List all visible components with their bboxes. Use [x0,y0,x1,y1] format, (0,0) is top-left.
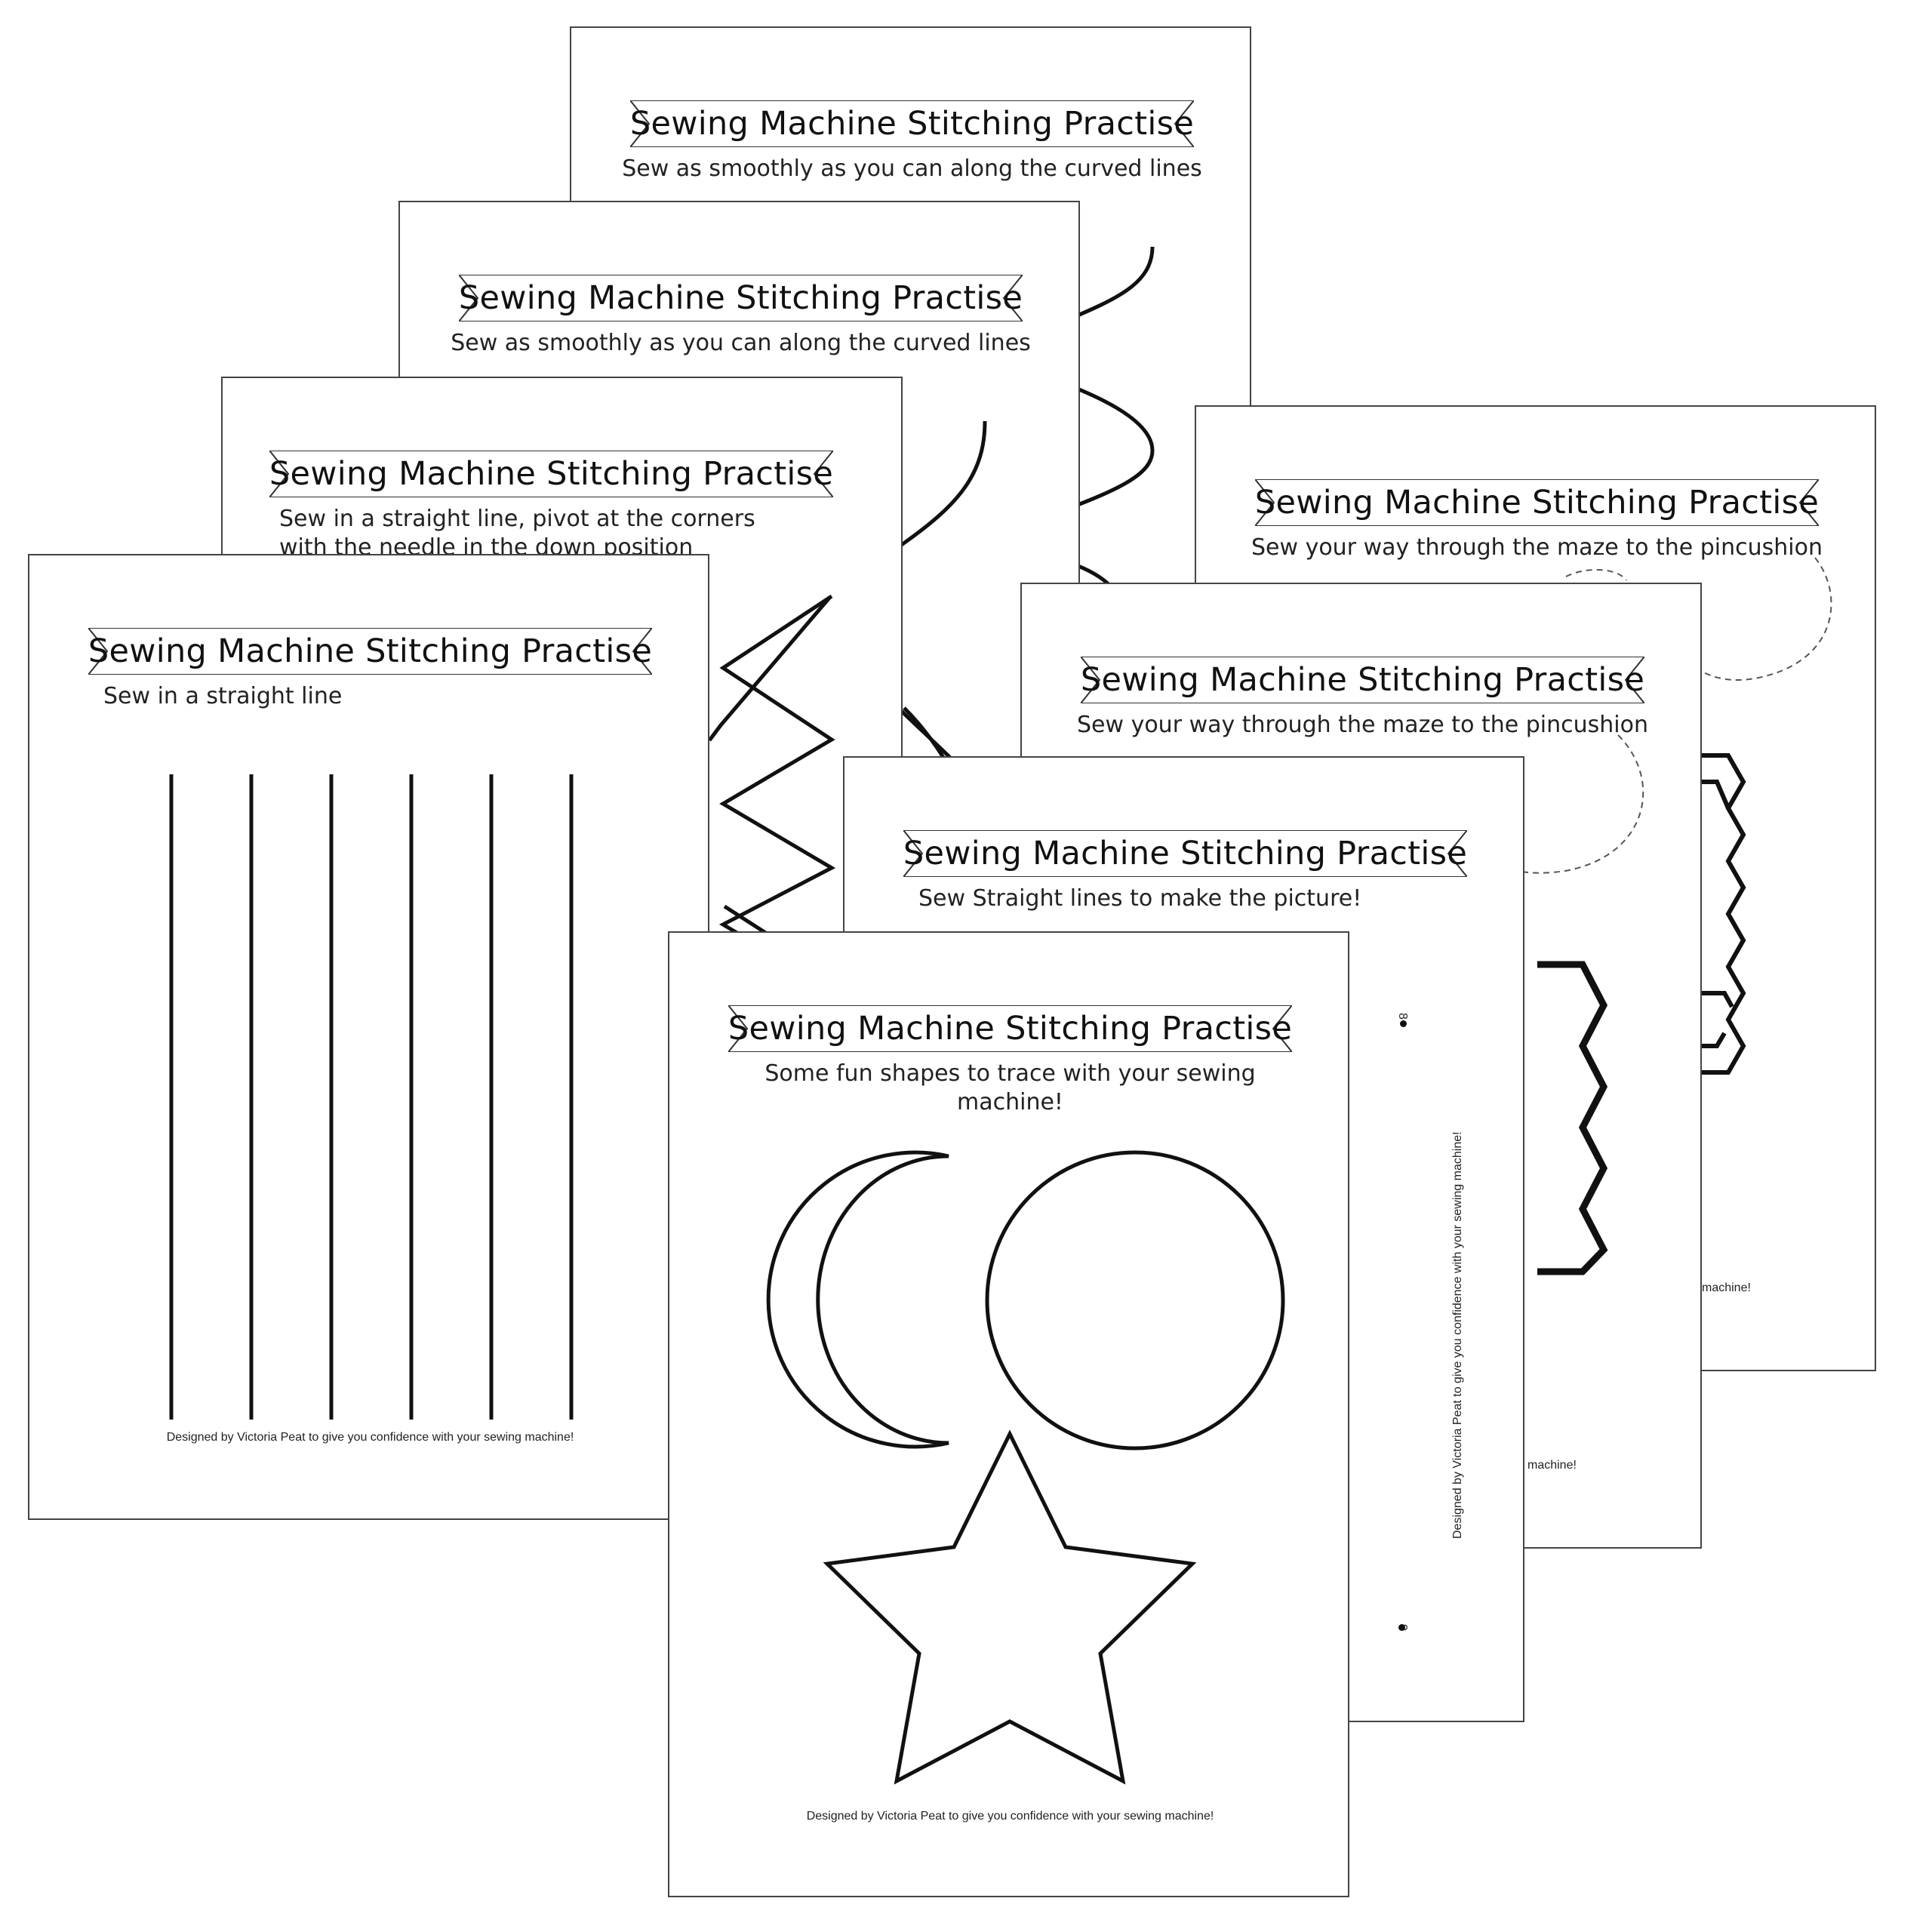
sheet-instruction: Sew your way through the maze to the pin… [1251,534,1823,561]
marker-dot [1398,1624,1405,1631]
title-banner: Sewing Machine Stitching Practise [1081,657,1644,703]
sheet-title: Sewing Machine Stitching Practise [903,835,1468,872]
title-banner: Sewing Machine Stitching Practise [630,100,1194,147]
sheet-instruction: Sew as smoothly as you can along the cur… [622,155,1202,182]
sheet-instruction: Some fun shapes to trace with your sewin… [764,1060,1256,1115]
title-banner: Sewing Machine Stitching Practise [728,1005,1292,1052]
star-shape [823,1429,1197,1785]
sheet-title: Sewing Machine Stitching Practise [269,455,834,493]
marker-dot [1400,1020,1407,1027]
title-banner: Sewing Machine Stitching Practise [903,830,1467,877]
circle-shape [985,1150,1285,1451]
crescent-moon-shape [766,1150,949,1449]
sheet-instruction: Sew as smoothly as you can along the cur… [451,330,1031,356]
sheet-footer-vertical: Designed by Victoria Peat to give you co… [1451,1131,1464,1539]
title-banner: Sewing Machine Stitching Practise [269,451,833,497]
title-banner: Sewing Machine Stitching Practise [1255,479,1819,526]
hex-maze-fragment [1537,961,1608,1275]
sheet-footer: Designed by Victoria Peat to give you co… [166,1431,574,1444]
sheet-title: Sewing Machine Stitching Practise [629,105,1195,143]
sheet-footer-fragment: machine! [1527,1459,1577,1472]
zigzag-line [718,594,836,943]
maze-drawing [1565,557,1832,1075]
sheet-footer-fragment: machine! [1702,1281,1751,1294]
sheet-title: Sewing Machine Stitching Practise [728,1010,1293,1048]
worksheet-straight-lines: Sewing Machine Stitching Practise Sew in… [28,554,709,1520]
straight-lines-drawing [169,774,574,1420]
worksheet-shapes: Sewing Machine Stitching Practise Some f… [668,931,1349,1897]
title-banner: Sewing Machine Stitching Practise [459,275,1023,321]
sheet-instruction: Sew in a straight line [103,683,343,709]
title-banner: Sewing Machine Stitching Practise [88,628,652,675]
sheet-title: Sewing Machine Stitching Practise [1254,484,1820,521]
sheet-footer: Designed by Victoria Peat to give you co… [806,1810,1214,1823]
shapes-drawing [766,1150,1285,1785]
sheet-title: Sewing Machine Stitching Practise [458,279,1023,317]
sheet-title: Sewing Machine Stitching Practise [1080,661,1645,699]
page-number-top: 8 [1396,1013,1409,1020]
sheet-title: Sewing Machine Stitching Practise [88,632,653,670]
sheet-instruction: Sew Straight lines to make the picture! [918,885,1362,912]
sheet-instruction: Sew your way through the maze to the pin… [1077,712,1648,738]
